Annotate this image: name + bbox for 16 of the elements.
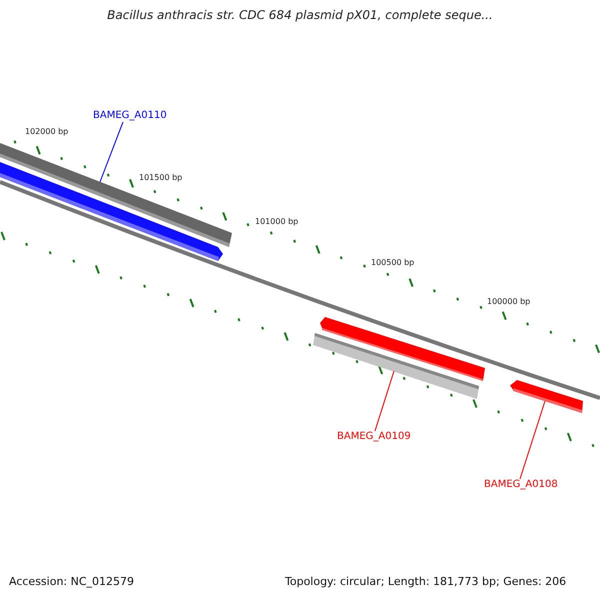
gene-label: BAMEG_A0108 <box>484 479 558 490</box>
genome-info-text: Topology: circular; Length: 181,773 bp; Genes: 206 <box>285 575 566 588</box>
leader-line <box>100 122 124 182</box>
gene-label: BAMEG_A0110 <box>93 110 167 121</box>
scale-label: 100000 bp <box>487 297 530 306</box>
scale-label: 100500 bp <box>371 258 414 267</box>
gene-arrow <box>510 380 583 413</box>
gene-label: BAMEG_A0109 <box>337 431 411 442</box>
accession-text: Accession: NC_012579 <box>9 575 134 588</box>
scale-label: 101000 bp <box>255 217 298 226</box>
scale-label: 101500 bp <box>139 173 182 182</box>
feature-bar <box>0 143 232 247</box>
leader-line <box>520 400 546 480</box>
leader-line <box>374 370 394 432</box>
feature-bar <box>313 333 479 399</box>
diagram-title: Bacillus anthracis str. CDC 684 plasmid pX01, complete seque... <box>106 8 494 22</box>
